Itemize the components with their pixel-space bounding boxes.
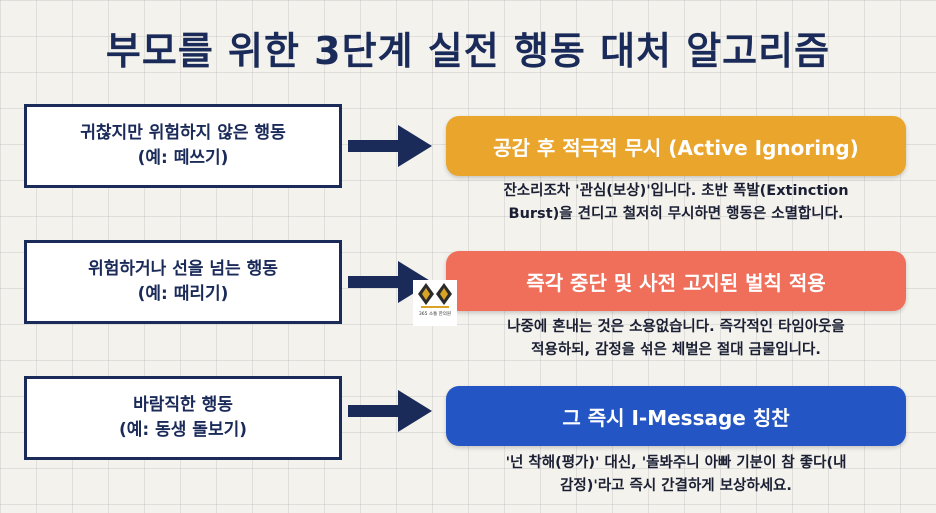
page-title: 부모를 위한 3단계 실전 행동 대처 알고리즘 [105, 29, 831, 73]
description-line: 적용하되, 감정을 섞은 체벌은 절대 금물입니다. [531, 342, 821, 358]
action-description: '넌 착해(평가)' 대신, '돌봐주니 아빠 기분이 참 좋다(내 감정)'라… [446, 452, 906, 498]
clinic-logo: 365 소통 한의원 [413, 280, 457, 326]
description-line: 감정)'라고 즉시 간결하게 보상하세요. [560, 478, 792, 494]
behavior-box-dangerous: 위험하거나 선을 넘는 행동 (예: 때리기) [24, 240, 342, 324]
description-line: '넌 착해(평가)' 대신, '돌봐주니 아빠 기분이 참 좋다(내 [505, 455, 847, 471]
action-pill-praise: 그 즉시 I-Message 칭찬 [446, 386, 906, 446]
behavior-example: (예: 동생 돌보기) [118, 420, 247, 440]
action-pill-ignore: 공감 후 적극적 무시 (Active Ignoring) [446, 116, 906, 176]
action-description: 나중에 혼내는 것은 소용없습니다. 즉각적인 타임아웃을 적용하되, 감정을 … [446, 316, 906, 362]
right-arrow-icon [348, 125, 432, 167]
right-arrow-icon [348, 390, 432, 432]
logo-caption: 365 소통 한의원 [418, 312, 452, 317]
description-line: 나중에 혼내는 것은 소용없습니다. 즉각적인 타임아웃을 [507, 319, 845, 335]
behavior-label: 위험하거나 선을 넘는 행동 [88, 259, 278, 279]
action-description: 잔소리조차 '관심(보상)'입니다. 초반 폭발(Extinction Burs… [446, 180, 906, 226]
diamond-logo-icon [418, 283, 452, 308]
description-line: Burst)을 견디고 철저히 무시하면 행동은 소멸합니다. [508, 206, 844, 222]
behavior-label: 바람직한 행동 [133, 395, 233, 415]
behavior-box-annoying: 귀찮지만 위험하지 않은 행동 (예: 떼쓰기) [24, 104, 342, 188]
behavior-box-desirable: 바람직한 행동 (예: 동생 돌보기) [24, 376, 342, 460]
action-pill-penalty: 즉각 중단 및 사전 고지된 벌칙 적용 [446, 251, 906, 311]
behavior-example: (예: 떼쓰기) [137, 148, 229, 168]
behavior-example: (예: 때리기) [137, 284, 229, 304]
behavior-label: 귀찮지만 위험하지 않은 행동 [80, 123, 286, 143]
description-line: 잔소리조차 '관심(보상)'입니다. 초반 폭발(Extinction [503, 183, 849, 199]
